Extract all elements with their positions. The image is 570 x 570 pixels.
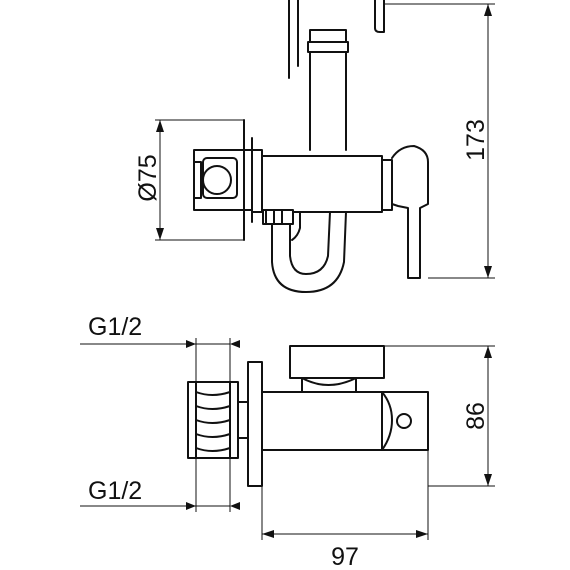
sprayer-neck [309, 29, 347, 43]
thread-leaders [80, 343, 230, 507]
hose-inner [289, 211, 331, 275]
side-valve-body [261, 391, 383, 451]
dim-height-total: 173 [384, 3, 495, 279]
side-valve-curve [381, 391, 393, 451]
lever-handle [391, 145, 429, 279]
dim-diameter: Ø75 [134, 119, 244, 241]
thread-top-label: G1/2 [88, 313, 142, 341]
hose-outer [271, 211, 347, 293]
width-valve-label: 97 [331, 543, 359, 570]
wall-plate-rim [251, 149, 263, 213]
dim-width-valve: 97 [261, 450, 429, 570]
lever-top [289, 345, 385, 379]
side-wall-plate [247, 361, 263, 487]
valve-body [261, 155, 383, 213]
connector-spigot [237, 401, 249, 439]
diameter-label: Ø75 [134, 154, 162, 201]
hose-bend [291, 211, 301, 241]
wall-plate [243, 119, 253, 241]
valve-body-end [381, 159, 393, 211]
height-valve-label: 86 [462, 402, 490, 430]
height-total-label: 173 [462, 119, 490, 161]
sprayer-head [288, 0, 385, 79]
top-view: Ø75 173 [134, 0, 495, 293]
holder-ring [202, 165, 232, 195]
side-view: G1/2 G1/2 86 [80, 313, 495, 570]
sprayer-stem [309, 51, 347, 151]
outlet-curve [301, 377, 357, 386]
side-valve-end [381, 391, 429, 451]
outlet-neck [301, 377, 357, 393]
thread-bottom-label: G1/2 [88, 477, 142, 505]
holder-clip [193, 161, 202, 199]
lever-pivot [396, 413, 412, 429]
dim-height-valve: 86 [384, 345, 495, 487]
sprayer-collar [307, 41, 349, 53]
hose-nut [262, 209, 294, 225]
thread-lines [195, 391, 231, 452]
